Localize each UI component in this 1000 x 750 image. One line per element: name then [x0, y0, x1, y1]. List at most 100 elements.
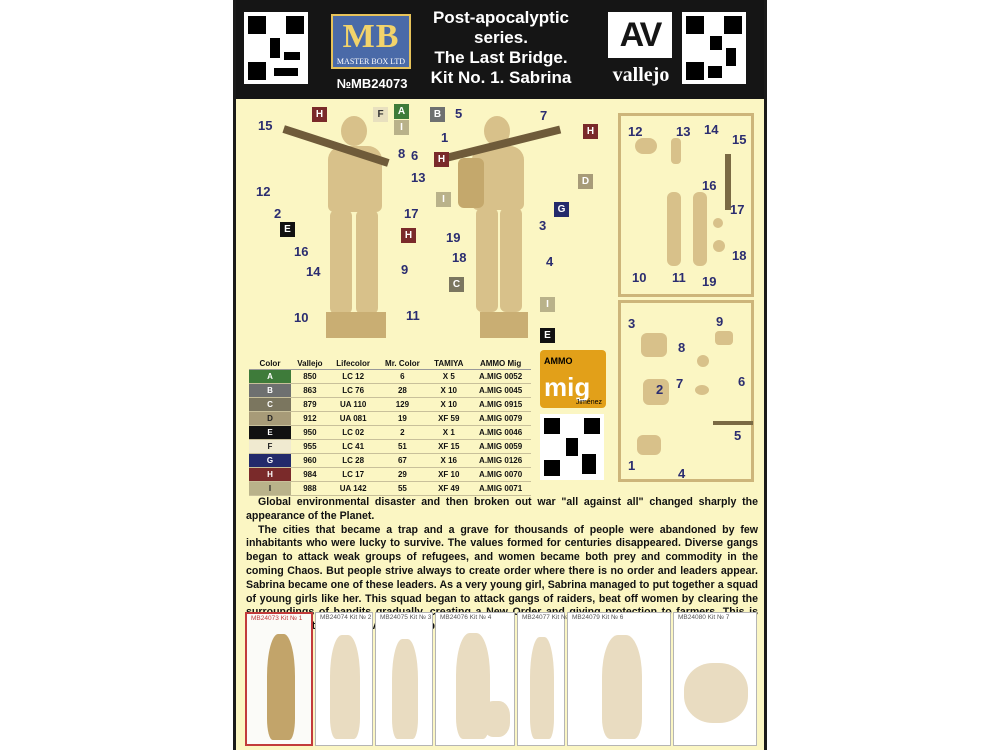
callout-number: 2	[274, 206, 282, 221]
tamiya-code: XF 15	[427, 439, 471, 454]
ammo-mig-code: A.MIG 0915	[470, 397, 531, 412]
series-caption: MB24074 Kit № 2	[320, 614, 372, 621]
ammo-mig-code: A.MIG 0046	[470, 425, 531, 440]
mr-color-code: 19	[377, 411, 428, 426]
color-tag: D	[578, 174, 593, 189]
title-line: series.	[474, 28, 528, 47]
instruction-sheet: MB MASTER BOX LTD №MB24073 Post-apocalyp…	[233, 0, 767, 750]
series-panel: MB24076 Kit № 4	[435, 612, 515, 746]
column-header: TAMIYA	[427, 358, 471, 370]
sprue-part-number: 13	[676, 124, 691, 139]
color-tag: H	[312, 107, 327, 122]
callout-number: 16	[294, 244, 309, 259]
series-caption: MB24076 Kit № 4	[440, 614, 492, 621]
sprue-frame-top	[618, 113, 754, 297]
series-caption: MB24073 Kit № 1	[251, 615, 303, 622]
callout-number: 3	[539, 218, 547, 233]
ammo-mig-code: A.MIG 0052	[470, 369, 531, 384]
callout-number: 5	[455, 106, 463, 121]
ammo-mig-code: A.MIG 0059	[470, 439, 531, 454]
callout-number: 8	[398, 146, 406, 161]
vallejo-code: 960	[291, 453, 329, 468]
callout-number: 11	[406, 308, 420, 323]
color-tag: C	[449, 277, 464, 292]
vallejo-code: 955	[291, 439, 329, 454]
sprue-part-number: 7	[676, 376, 684, 391]
sprue-part-number: 12	[628, 124, 643, 139]
series-panel: MB24079 Kit № 6	[567, 612, 671, 746]
sprue-part-number: 6	[738, 374, 746, 389]
series-panel: MB24074 Kit № 2	[315, 612, 373, 746]
callout-number: 13	[411, 170, 426, 185]
lifecolor-code: LC 28	[328, 453, 378, 468]
tamiya-code: X 10	[427, 397, 471, 412]
master-box-logo: MB MASTER BOX LTD	[331, 14, 411, 69]
qr-code-ammo	[540, 414, 604, 480]
column-header: Lifecolor	[328, 358, 378, 370]
paint-reference-table: Color Vallejo Lifecolor Mr. Color TAMIYA…	[249, 358, 531, 496]
color-swatch-cell: G	[249, 453, 291, 468]
mr-color-code: 129	[377, 397, 428, 412]
color-tag: H	[401, 228, 416, 243]
series-caption: MB24075 Kit № 3	[380, 614, 432, 621]
color-tag: E	[540, 328, 555, 343]
vallejo-logo: AV	[608, 12, 672, 58]
column-header: Vallejo	[291, 358, 329, 370]
callout-number: 10	[294, 310, 309, 325]
mr-color-code: 28	[377, 383, 428, 398]
vallejo-code: 863	[291, 383, 329, 398]
mb-logo-text: MB	[342, 18, 400, 55]
sprue-part-number: 4	[678, 466, 686, 481]
vallejo-code: 984	[291, 467, 329, 482]
lifecolor-code: UA 142	[328, 481, 378, 496]
ammo-logo-top: AMMO	[544, 356, 573, 366]
series-panel: MB24077 Kit № 5	[517, 612, 573, 746]
color-swatch-cell: A	[249, 369, 291, 384]
color-tag: G	[554, 202, 569, 217]
color-swatch-cell: F	[249, 439, 291, 454]
series-caption: MB24077 Kit № 5	[522, 614, 574, 621]
vallejo-code: 950	[291, 425, 329, 440]
vallejo-code: 988	[291, 481, 329, 496]
lifecolor-code: UA 110	[328, 397, 378, 412]
callout-number: 17	[404, 206, 419, 221]
color-swatch-cell: I	[249, 481, 291, 496]
callout-number: 4	[546, 254, 554, 269]
color-tag: I	[436, 192, 451, 207]
color-tag: I	[540, 297, 555, 312]
color-tag: E	[280, 222, 295, 237]
vallejo-code: 879	[291, 397, 329, 412]
callout-number: 14	[306, 264, 321, 279]
callout-number: 6	[411, 148, 419, 163]
tamiya-code: X 5	[427, 369, 471, 384]
sprue-part-number: 14	[704, 122, 719, 137]
lifecolor-code: LC 76	[328, 383, 378, 398]
vallejo-brand: vallejo	[612, 64, 670, 86]
ammo-logo-main: mig	[544, 372, 591, 402]
sprue-part-number: 18	[732, 248, 747, 263]
series-panel: MB24080 Kit № 7	[673, 612, 757, 746]
series-caption: MB24080 Kit № 7	[678, 614, 730, 621]
color-tag: A	[394, 104, 409, 119]
callout-number: 12	[256, 184, 271, 199]
ammo-mig-code: A.MIG 0071	[470, 481, 531, 496]
header-bar: MB MASTER BOX LTD №MB24073 Post-apocalyp…	[236, 0, 764, 99]
sprue-part-number: 16	[702, 178, 717, 193]
sprue-part-number: 5	[734, 428, 742, 443]
tamiya-code: XF 59	[427, 411, 471, 426]
tamiya-code: XF 10	[427, 467, 471, 482]
mr-color-code: 67	[377, 453, 428, 468]
vallejo-code: 912	[291, 411, 329, 426]
vallejo-code: 850	[291, 369, 329, 384]
tamiya-code: XF 49	[427, 481, 471, 496]
lifecolor-code: UA 081	[328, 411, 378, 426]
mr-color-code: 51	[377, 439, 428, 454]
sprue-part-number: 17	[730, 202, 745, 217]
sprue-part-number: 9	[716, 314, 724, 329]
sprue-part-number: 2	[656, 382, 664, 397]
